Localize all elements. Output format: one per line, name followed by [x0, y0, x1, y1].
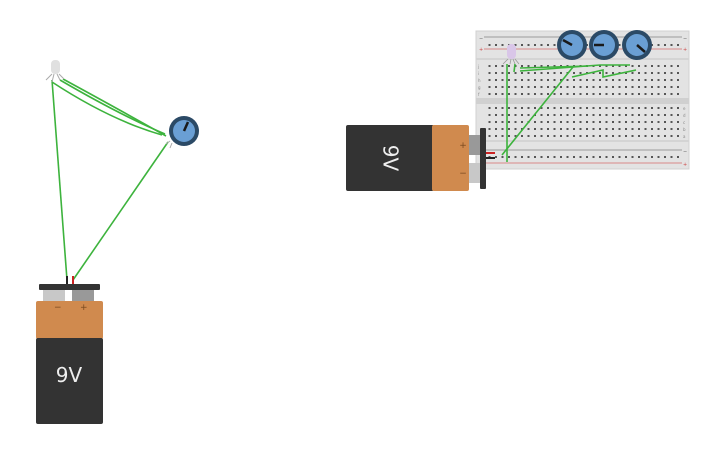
- rgb-led-icon[interactable]: [45, 60, 65, 83]
- battery-minus-label: −: [459, 169, 467, 179]
- wire[interactable]: [513, 63, 516, 73]
- wire[interactable]: [519, 64, 630, 72]
- row-label: e: [683, 106, 686, 111]
- wire[interactable]: [571, 68, 637, 78]
- rail-plus-label: +: [683, 162, 687, 168]
- potentiometer-icon[interactable]: [589, 30, 619, 60]
- battery-minus-label: −: [54, 303, 62, 313]
- battery-9v[interactable]: − + 9V: [36, 276, 103, 424]
- wire[interactable]: [51, 79, 68, 281]
- potentiometer-icon[interactable]: [557, 30, 587, 60]
- wires: [501, 63, 637, 162]
- battery-9v[interactable]: + − 9V: [346, 125, 495, 191]
- row-label: g: [478, 85, 481, 90]
- row-label: a: [683, 134, 686, 139]
- rail-minus-label: −: [683, 149, 687, 155]
- rail-minus-label: −: [479, 36, 483, 42]
- rail-plus-label: +: [479, 47, 483, 53]
- battery-label: 9V: [56, 363, 83, 387]
- rail-minus-label: −: [683, 36, 687, 42]
- row-label: b: [683, 127, 686, 132]
- potentiometer-icon[interactable]: [622, 30, 652, 60]
- wire[interactable]: [62, 78, 167, 137]
- rail-plus-label: +: [683, 47, 687, 53]
- row-label: f: [478, 92, 480, 97]
- row-label: i: [478, 71, 479, 76]
- row-label: h: [478, 78, 481, 83]
- wire[interactable]: [72, 141, 169, 281]
- wire[interactable]: [501, 66, 574, 156]
- row-label: d: [683, 113, 686, 118]
- battery-plus-label: +: [80, 303, 88, 313]
- rgb-led-icon[interactable]: [502, 44, 520, 65]
- potentiometer-icon[interactable]: [165, 116, 199, 149]
- row-label: j: [477, 64, 479, 69]
- wire[interactable]: [519, 65, 589, 69]
- battery-label: 9V: [379, 145, 403, 172]
- wires: [51, 78, 169, 281]
- right-circuit: − + − + − + j i h g f e d c b a: [346, 30, 690, 191]
- row-label: c: [683, 120, 685, 125]
- left-circuit: − + 9V: [36, 60, 199, 424]
- wire[interactable]: [51, 81, 163, 136]
- battery-plus-label: +: [459, 141, 467, 151]
